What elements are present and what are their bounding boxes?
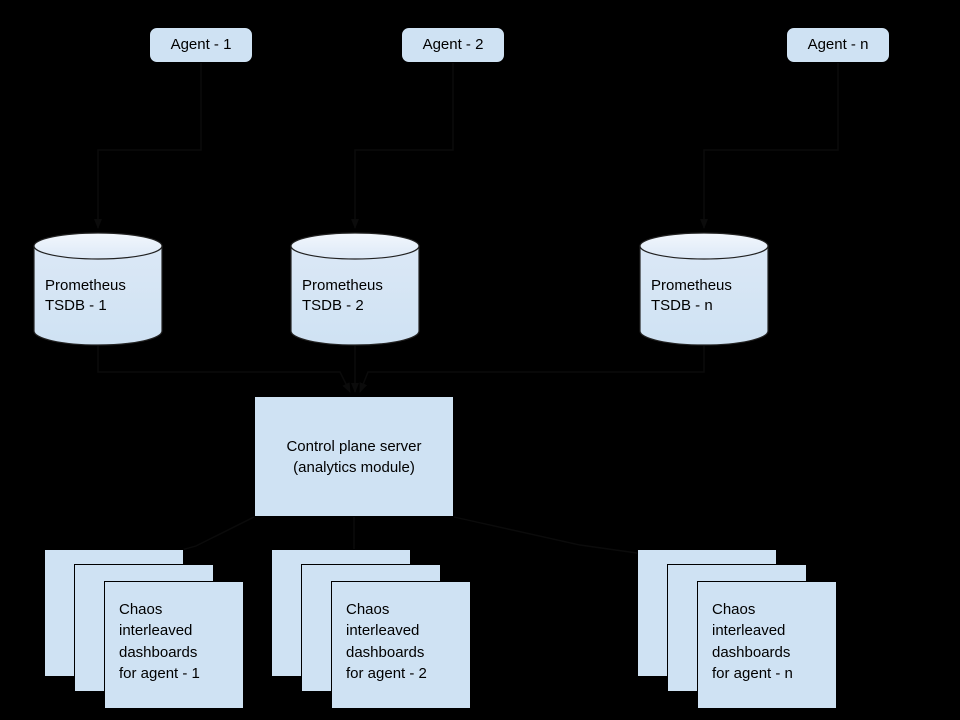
agent-node-2[interactable]: Agent - 2	[401, 27, 505, 63]
dashboard-stack-agent-2[interactable]: Chaos interleaved dashboards for agent -…	[271, 549, 471, 720]
database-node-tsdb-2[interactable]: Prometheus TSDB - 2	[290, 232, 420, 346]
stack-sheet-front	[104, 581, 244, 709]
edge-tsdbn-to-control-plane	[359, 346, 705, 393]
database-node-tsdb-1[interactable]: Prometheus TSDB - 1	[33, 232, 163, 346]
agent-label-n: Agent - n	[807, 36, 869, 54]
dashboard-stack-label-2: Chaos interleaved dashboards for agent -…	[346, 601, 427, 682]
agent-label-1: Agent - 1	[170, 36, 232, 54]
edge-agent1-to-tsdb1	[94, 63, 202, 229]
agent-label-2: Agent - 2	[422, 36, 484, 54]
dashboard-stack-agent-n[interactable]: Chaos interleaved dashboards for agent -…	[637, 549, 837, 720]
cylinder-shape	[639, 232, 769, 346]
dashboard-stack-agent-1[interactable]: Chaos interleaved dashboards for agent -…	[44, 549, 244, 720]
edge-agent2-to-tsdb2	[351, 63, 454, 229]
stack-sheet-front	[331, 581, 471, 709]
control-plane-label-line1: Control plane server	[286, 437, 422, 455]
dashboard-stack-label-n: Chaos interleaved dashboards for agent -…	[712, 601, 793, 682]
dashboard-stack-label-1: Chaos interleaved dashboards for agent -…	[119, 601, 200, 682]
agent-node-1[interactable]: Agent - 1	[149, 27, 253, 63]
control-plane-server-node[interactable]: Control plane server (analytics module)	[254, 396, 454, 517]
edge-agentn-to-tsdbn	[700, 63, 839, 229]
database-label-tsdb-n: Prometheus TSDB - n	[651, 277, 732, 315]
cylinder-shape	[33, 232, 163, 346]
stack-sheet-front	[697, 581, 837, 709]
edge-tsdb1-to-control-plane	[97, 346, 351, 393]
database-label-tsdb-1: Prometheus TSDB - 1	[45, 277, 126, 315]
database-node-tsdb-n[interactable]: Prometheus TSDB - n	[639, 232, 769, 346]
control-plane-label-line2: (analytics module)	[293, 458, 415, 476]
agent-node-n[interactable]: Agent - n	[786, 27, 890, 63]
cylinder-shape	[290, 232, 420, 346]
database-label-tsdb-2: Prometheus TSDB - 2	[302, 277, 383, 315]
